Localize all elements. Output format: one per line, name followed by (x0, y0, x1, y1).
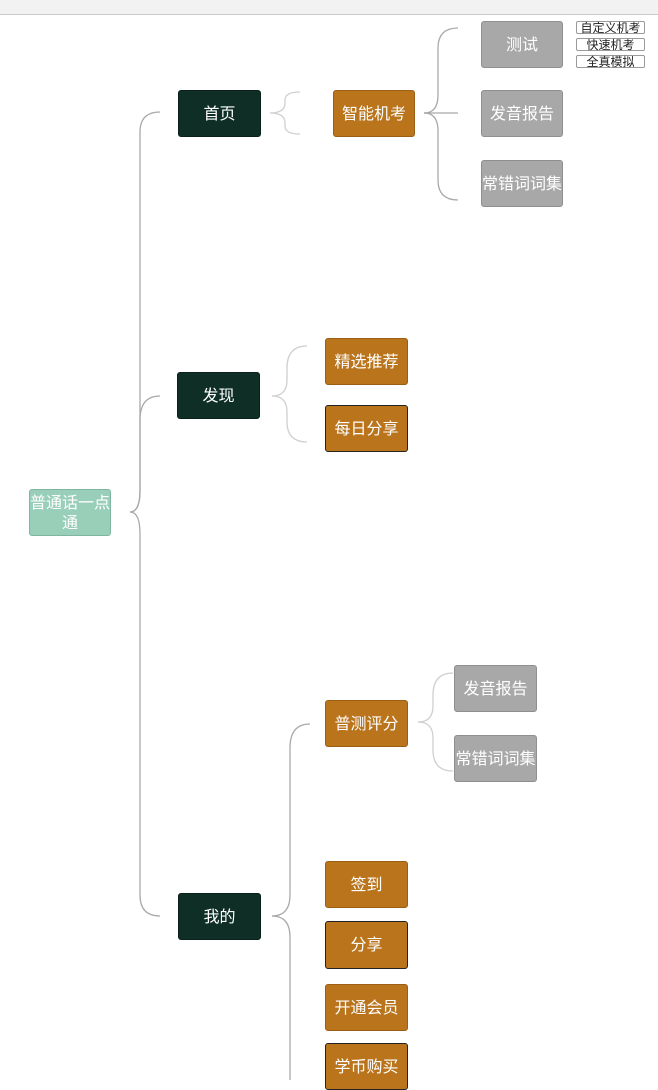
node-report-mine[interactable]: 发音报告 (454, 665, 537, 712)
root-node[interactable]: 普通话一点通 (29, 489, 111, 536)
node-errors-home[interactable]: 常错词词集 (481, 160, 563, 207)
node-featured[interactable]: 精选推荐 (325, 338, 408, 385)
connector-smartexam-test (423, 27, 459, 114)
node-share[interactable]: 分享 (325, 921, 408, 969)
connector-scoring-errors (417, 721, 454, 772)
connector-home-smartexam (269, 91, 301, 114)
connector-smartexam-errors (423, 112, 459, 201)
node-buy-coins[interactable]: 学币购买 (325, 1043, 408, 1090)
connector-root-home (129, 111, 161, 513)
node-discover[interactable]: 发现 (177, 372, 260, 419)
node-daily-share[interactable]: 每日分享 (325, 405, 408, 452)
connector-discover-featured (271, 345, 308, 397)
node-checkin[interactable]: 签到 (325, 861, 408, 908)
connector-mine-scoring (271, 723, 311, 917)
connector-mine-lower (271, 915, 291, 1080)
node-scoring[interactable]: 普测评分 (325, 700, 408, 747)
node-home[interactable]: 首页 (178, 90, 261, 137)
node-errors-mine[interactable]: 常错词词集 (454, 735, 537, 782)
node-full-simulation[interactable]: 全真模拟 (576, 55, 645, 68)
connector-scoring-report (417, 672, 454, 723)
node-custom-exam[interactable]: 自定义机考 (576, 21, 645, 34)
node-test[interactable]: 测试 (481, 21, 563, 68)
node-vip[interactable]: 开通会员 (325, 984, 408, 1031)
connector-home-smartexam-2 (269, 112, 301, 135)
node-report-home[interactable]: 发音报告 (481, 90, 563, 137)
node-mine[interactable]: 我的 (178, 893, 261, 940)
connector-root-discover (129, 395, 161, 513)
node-smart-exam[interactable]: 智能机考 (333, 90, 415, 137)
top-toolbar-strip (0, 0, 658, 15)
connector-discover-daily (271, 395, 308, 443)
node-quick-exam[interactable]: 快速机考 (576, 38, 645, 51)
connector-root-mine (129, 511, 161, 917)
